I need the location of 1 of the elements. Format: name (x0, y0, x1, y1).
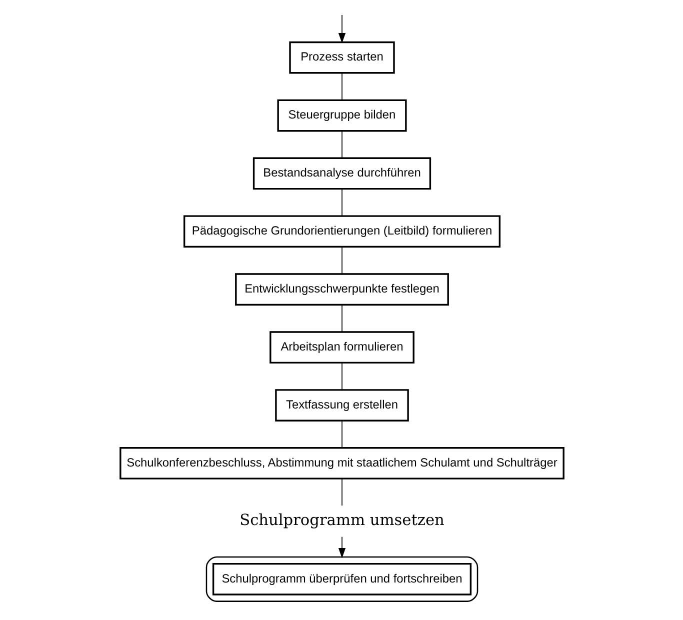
node-text: Schulprogramm umsetzen (239, 510, 444, 529)
